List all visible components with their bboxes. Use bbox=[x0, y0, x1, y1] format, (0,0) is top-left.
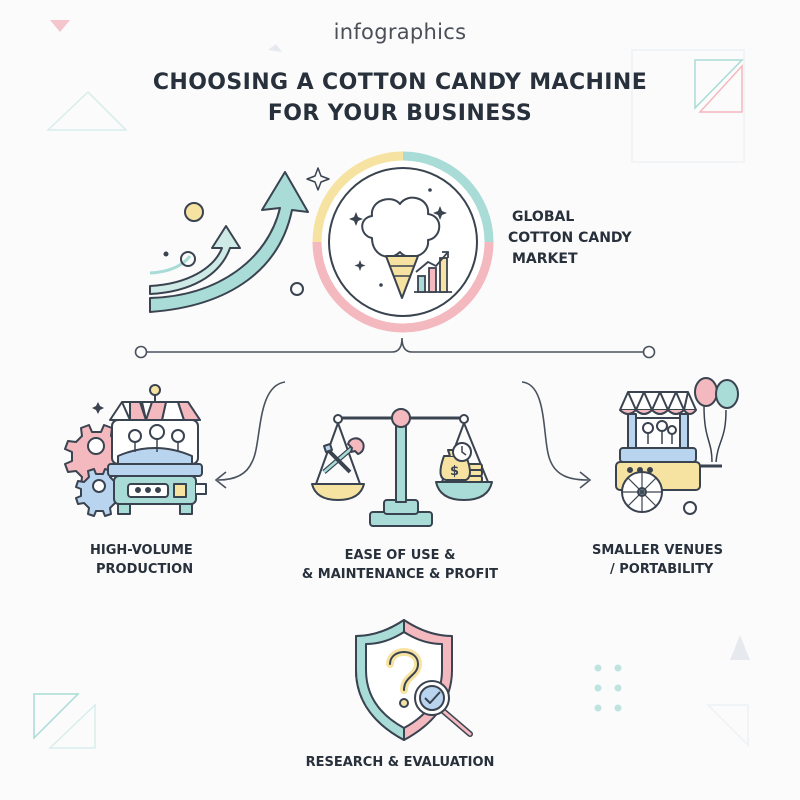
branch-right-line-2: / PORTABILITY bbox=[610, 562, 714, 577]
market-label-line-1: GLOBAL bbox=[512, 209, 575, 225]
branch-caption-right: SMALLER VENUES / PORTABILITY bbox=[592, 541, 742, 579]
growth-arrow-icon bbox=[149, 167, 330, 313]
dot-grid-decor bbox=[594, 664, 622, 712]
top-label: infographics bbox=[333, 20, 467, 44]
balance-scale-icon: $ bbox=[311, 408, 493, 527]
branch-middle-line-2: & MAINTENANCE & PROFIT bbox=[301, 567, 499, 582]
branch-left-line-2: PRODUCTION bbox=[96, 562, 194, 577]
branch-caption-middle: EASE OF USE & & MAINTENANCE & PROFIT bbox=[290, 546, 510, 584]
market-globe-icon bbox=[312, 151, 494, 333]
title-line-2: FOR YOUR BUSINESS bbox=[267, 101, 533, 126]
branch-right-line-1: SMALLER VENUES bbox=[592, 543, 723, 558]
research-shield-icon bbox=[355, 619, 473, 741]
title-line-1: CHOOSING A COTTON CANDY MACHINE bbox=[152, 70, 648, 95]
svg-text:$: $ bbox=[450, 464, 459, 479]
market-label-line-2: COTTON CANDY bbox=[508, 230, 632, 246]
market-label-line-3: MARKET bbox=[512, 251, 578, 267]
production-machine-icon bbox=[64, 384, 207, 517]
branch-caption-left: HIGH-VOLUME PRODUCTION bbox=[60, 541, 250, 579]
background-decor bbox=[33, 20, 750, 749]
branch-connectors bbox=[134, 337, 656, 489]
branch-caption-bottom: RESEARCH & EVALUATION bbox=[305, 755, 495, 770]
branch-left-line-1: HIGH-VOLUME bbox=[90, 543, 193, 558]
portable-cart-icon bbox=[615, 377, 739, 515]
page-title: CHOOSING A COTTON CANDY MACHINE FOR YOUR… bbox=[0, 67, 800, 129]
branch-middle-line-1: EASE OF USE & bbox=[344, 548, 456, 563]
market-label: GLOBAL COTTON CANDY MARKET bbox=[508, 207, 632, 270]
